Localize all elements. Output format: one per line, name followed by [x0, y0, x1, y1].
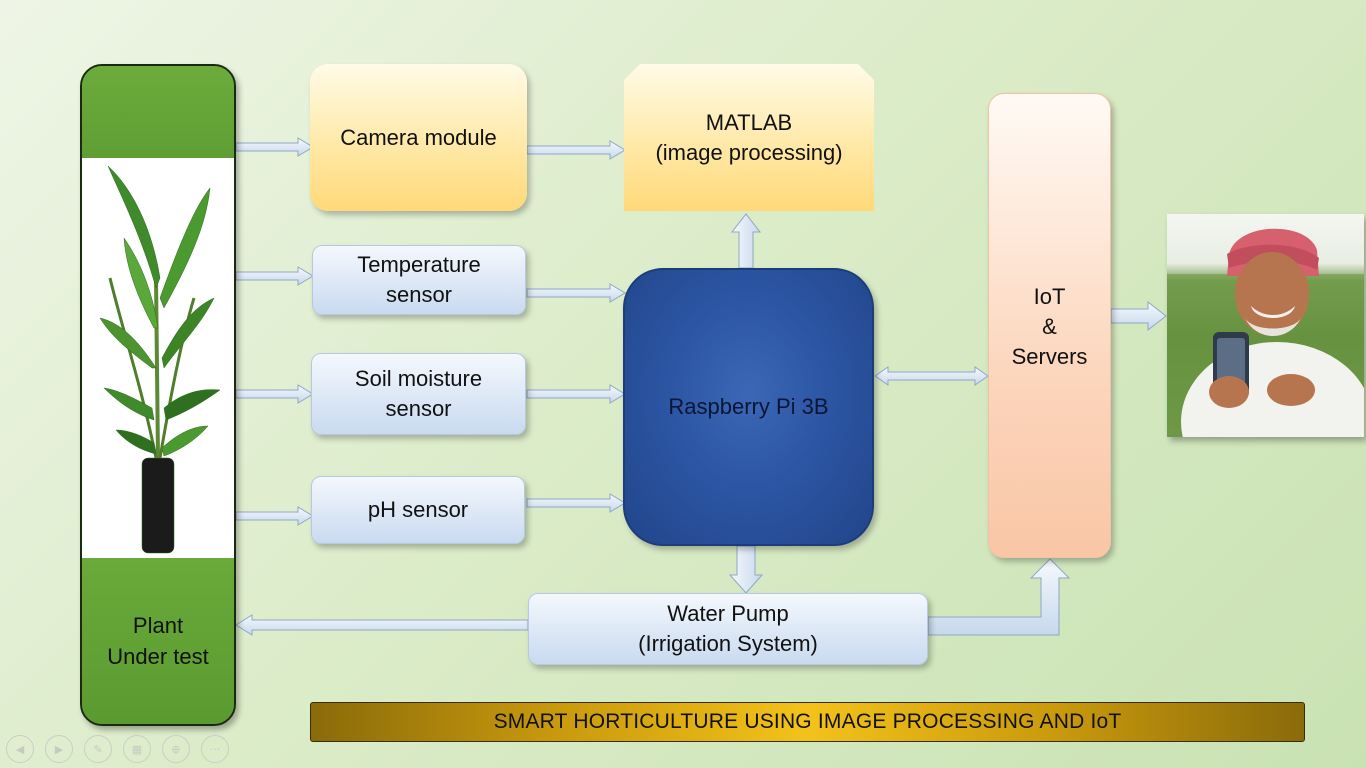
- plant-label: Plant Under test: [82, 558, 234, 724]
- pump-line2: (Irrigation System): [638, 631, 818, 656]
- previous-icon[interactable]: ◀: [6, 735, 34, 763]
- camera-module-label: Camera module: [340, 124, 497, 150]
- iot-line1: IoT: [1033, 284, 1066, 309]
- soil-line1: Soil moisture: [354, 366, 483, 391]
- arrow-plant-camera: [235, 137, 314, 157]
- water-pump-box: Water Pump (Irrigation System): [528, 593, 928, 665]
- plant-label-line2: Under test: [107, 644, 209, 669]
- iot-line2: &: [1042, 314, 1057, 339]
- zoom-icon[interactable]: ⊕: [162, 735, 190, 763]
- slide-title: SMART HORTICULTURE USING IMAGE PROCESSIN…: [493, 710, 1122, 733]
- farmer-photo: [1167, 214, 1364, 437]
- plant-image: [82, 158, 234, 558]
- arrow-plant-ph: [235, 506, 314, 526]
- temperature-line2: sensor: [385, 282, 453, 307]
- arrow-rpi-iot: [874, 366, 989, 386]
- more-icon[interactable]: ···: [201, 735, 229, 763]
- pump-line1: Water Pump: [667, 601, 789, 626]
- raspberry-pi-label: Raspberry Pi 3B: [668, 394, 829, 419]
- farmer-icon: [1167, 228, 1364, 437]
- ph-sensor-label: pH sensor: [367, 497, 469, 522]
- raspberry-pi-box: Raspberry Pi 3B: [623, 268, 874, 546]
- plant-icon: [99, 165, 221, 554]
- arrow-pump-plant: [235, 614, 529, 636]
- arrow-plant-soil: [235, 384, 314, 404]
- soil-moisture-sensor-box: Soil moisture sensor: [311, 353, 526, 435]
- arrow-temperature-rpi: [526, 283, 626, 303]
- matlab-box: MATLAB (image processing): [624, 64, 874, 211]
- soil-line2: sensor: [385, 396, 452, 421]
- arrow-rpi-matlab: [730, 213, 762, 269]
- arrow-pump-iot: [927, 558, 1071, 636]
- arrow-ph-rpi: [526, 493, 626, 513]
- slides-icon[interactable]: ▦: [123, 735, 151, 763]
- plant-header: [82, 66, 234, 158]
- arrow-camera-matlab: [526, 140, 626, 160]
- iot-servers-box: IoT & Servers: [988, 93, 1111, 558]
- temperature-line1: Temperature: [357, 252, 481, 277]
- camera-module-box: Camera module: [310, 64, 527, 211]
- plant-label-line1: Plant: [132, 613, 184, 638]
- slide-title-bar: SMART HORTICULTURE USING IMAGE PROCESSIN…: [310, 702, 1305, 742]
- plant-under-test: Plant Under test: [80, 64, 236, 726]
- matlab-line2: (image processing): [655, 139, 843, 165]
- arrow-soil-rpi: [526, 384, 626, 404]
- arrow-iot-farmer: [1110, 300, 1167, 332]
- slideshow-controls: ◀ ▶ ✎ ▦ ⊕ ···: [6, 735, 229, 763]
- arrow-plant-temperature: [235, 266, 314, 286]
- pen-icon[interactable]: ✎: [84, 735, 112, 763]
- iot-line3: Servers: [1011, 344, 1088, 369]
- next-icon[interactable]: ▶: [45, 735, 73, 763]
- arrow-rpi-pump: [728, 545, 764, 594]
- matlab-line1: MATLAB: [705, 109, 793, 135]
- ph-sensor-box: pH sensor: [311, 476, 525, 544]
- temperature-sensor-box: Temperature sensor: [312, 245, 526, 315]
